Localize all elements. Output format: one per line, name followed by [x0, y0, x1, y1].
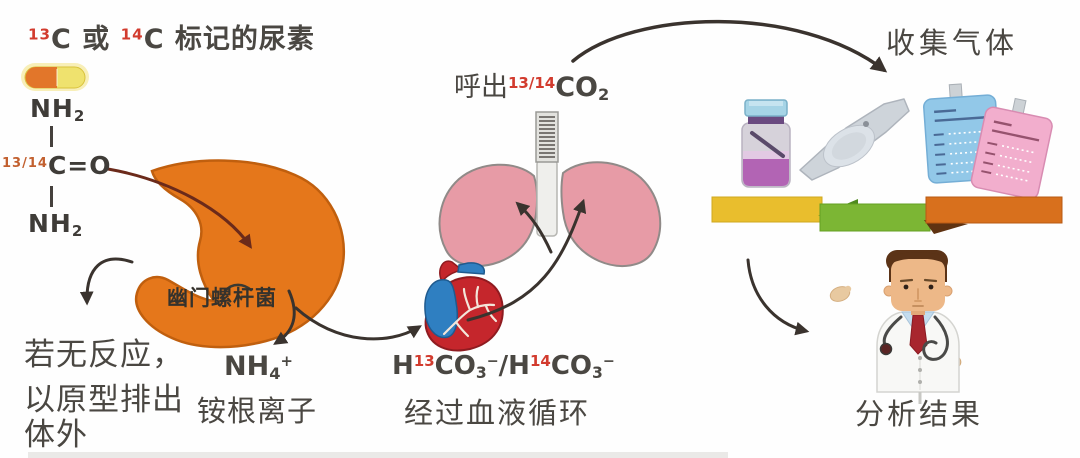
urea-capsule-icon — [21, 63, 89, 91]
pink-bag-body — [970, 106, 1053, 200]
urea-amine-bottom: NH2 — [28, 209, 84, 240]
urea-carbonyl: 13/14C=O — [2, 151, 112, 180]
doctor-right-eye — [928, 284, 934, 290]
arrow-stomach-to-heart — [294, 306, 422, 341]
blue-bag-field-labels — [933, 133, 947, 175]
blue-bag-title-lines — [934, 109, 985, 123]
bond-top — [50, 126, 53, 147]
pulmonary-stub — [457, 262, 486, 275]
breath-card-dot — [863, 121, 869, 127]
breath-card-icon — [799, 98, 910, 181]
trachea-lower-tube — [536, 159, 558, 237]
right-lung-shape — [560, 161, 662, 267]
label-no-reaction-line3: 体外 — [24, 417, 88, 453]
arrow-exhale-to-collection — [571, 19, 888, 73]
arrow-blood-to-right-lung — [466, 198, 587, 322]
arrow-urea-to-stomach — [106, 167, 252, 249]
vial-seal-band — [748, 115, 784, 124]
arrow-stomach-to-excretion — [79, 257, 134, 306]
coronary-vessels — [442, 285, 498, 338]
pink-bag-title-lines — [991, 120, 1040, 142]
iso-13-14: 13/14 — [2, 155, 48, 171]
iso-13: 13 — [28, 25, 52, 44]
h-pylori-bacterium-icon — [223, 283, 253, 293]
doctor-button-1 — [918, 356, 922, 360]
left-lung-shape — [438, 163, 539, 267]
vial-liquid-surface — [743, 151, 789, 160]
doctor-face — [891, 259, 945, 311]
iso-13-14-exhale: 13/14 — [508, 73, 556, 92]
doctor-illustration — [829, 250, 962, 404]
doctor-left-thumb — [844, 285, 852, 293]
vial-label-streak — [750, 131, 785, 158]
lungs-illustration — [438, 111, 662, 267]
doctor-button-2 — [918, 368, 922, 372]
orange-strip — [925, 196, 1063, 224]
vial-liquid — [743, 159, 789, 186]
label-analyze-results: 分析结果 — [855, 397, 984, 431]
doctor-fringe — [889, 252, 947, 266]
test-strip-bars — [711, 196, 1063, 234]
label-collect-gas: 收集气体 — [886, 26, 1019, 60]
doctor-button-3 — [918, 380, 922, 384]
green-strip — [819, 203, 931, 232]
label-bicarbonate-formula: H13CO3−/H14CO3− — [392, 351, 615, 382]
label-no-reaction-line2: 以原型排出 — [24, 382, 184, 418]
urea-amine-top: NH2 — [30, 94, 86, 125]
bottom-shadow-band — [28, 452, 728, 458]
capsule-orange-half — [25, 67, 57, 88]
label-ammonium-name: 铵根离子 — [197, 394, 318, 428]
bond-bottom — [50, 186, 53, 207]
label-blood-circulation: 经过血液循环 — [404, 396, 591, 430]
label-h-pylori: 幽门螺杆菌 — [167, 286, 277, 310]
heart-illustration — [424, 260, 504, 352]
aorta-stub — [439, 260, 464, 284]
arrow-stomach-to-ammonium — [273, 289, 296, 345]
doctor-eyebrows — [899, 278, 938, 283]
label-no-reaction-line1: 若无反应， — [24, 337, 184, 373]
arrow-blood-to-left-lung — [515, 201, 553, 254]
label-exhaled-co2: 呼出13/14CO2 — [454, 72, 610, 105]
sample-vial-icon — [741, 99, 791, 188]
title-labeled-urea: 13C 或 14C 标记的尿素 — [28, 24, 315, 55]
iso-13-bicarb: 13 — [413, 351, 435, 370]
heart-atrium — [424, 279, 459, 339]
gas-bag-pink-icon — [970, 97, 1053, 200]
doctor-nose — [914, 288, 922, 302]
label-ammonium-formula: NH4+ — [224, 351, 293, 384]
stethoscope-chestpiece — [879, 342, 893, 356]
mouthpiece-ridges — [539, 116, 555, 158]
iso-14: 14 — [120, 25, 144, 44]
stethoscope-right-tube — [922, 315, 949, 361]
breath-card-window-inner — [831, 132, 867, 160]
vial-cap-highlight — [749, 101, 783, 106]
arrow-collection-to-analysis — [746, 258, 810, 336]
iso-14-bicarb: 14 — [529, 351, 551, 370]
doctor-left-eye — [903, 284, 909, 290]
pink-bag-field-labels — [981, 141, 998, 175]
yellow-strip — [711, 196, 823, 223]
